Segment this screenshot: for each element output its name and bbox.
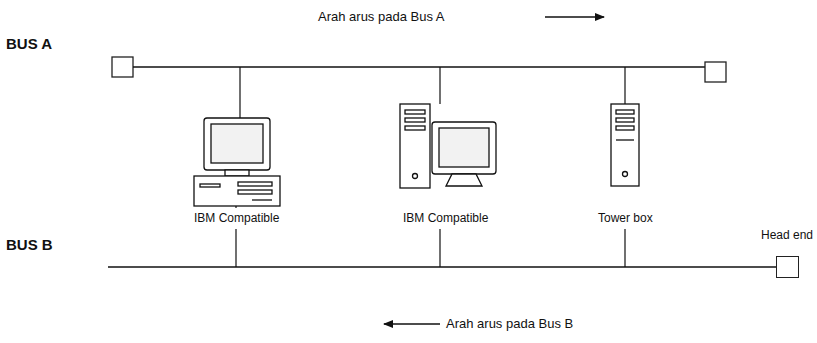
computer-label: IBM Compatible [401,211,490,226]
bus-name: BUS A [6,36,52,52]
computer-node: IBM Compatible [401,211,490,226]
flow-label: Arah arus pada Bus A [318,9,444,25]
computer-label: IBM Compatible [192,211,281,226]
computer-node: IBM Compatible [192,211,281,226]
drop-line [439,67,440,104]
drop-line [624,229,625,267]
computer-node: Tower box [596,211,655,226]
drop-line [624,67,625,104]
bus-name: BUS B [6,237,53,253]
computer-label: Tower box [596,211,655,226]
flow-label: Arah arus pada Bus B [446,316,573,332]
tower-box-icon [611,104,639,186]
drop-line [235,229,236,267]
drop-line [439,229,440,267]
bus-b-line [108,266,776,267]
flow-arrow [545,16,604,17]
desktop-computer-icon [194,118,280,206]
flow-arrow [384,323,440,324]
head-end-box [776,256,799,278]
head-end-label: Head end [761,228,813,243]
terminator-box [112,57,133,77]
drop-line [239,67,240,118]
terminator-box [705,62,726,82]
bus-a-line [133,66,705,67]
tower-computer-icon [400,104,496,188]
